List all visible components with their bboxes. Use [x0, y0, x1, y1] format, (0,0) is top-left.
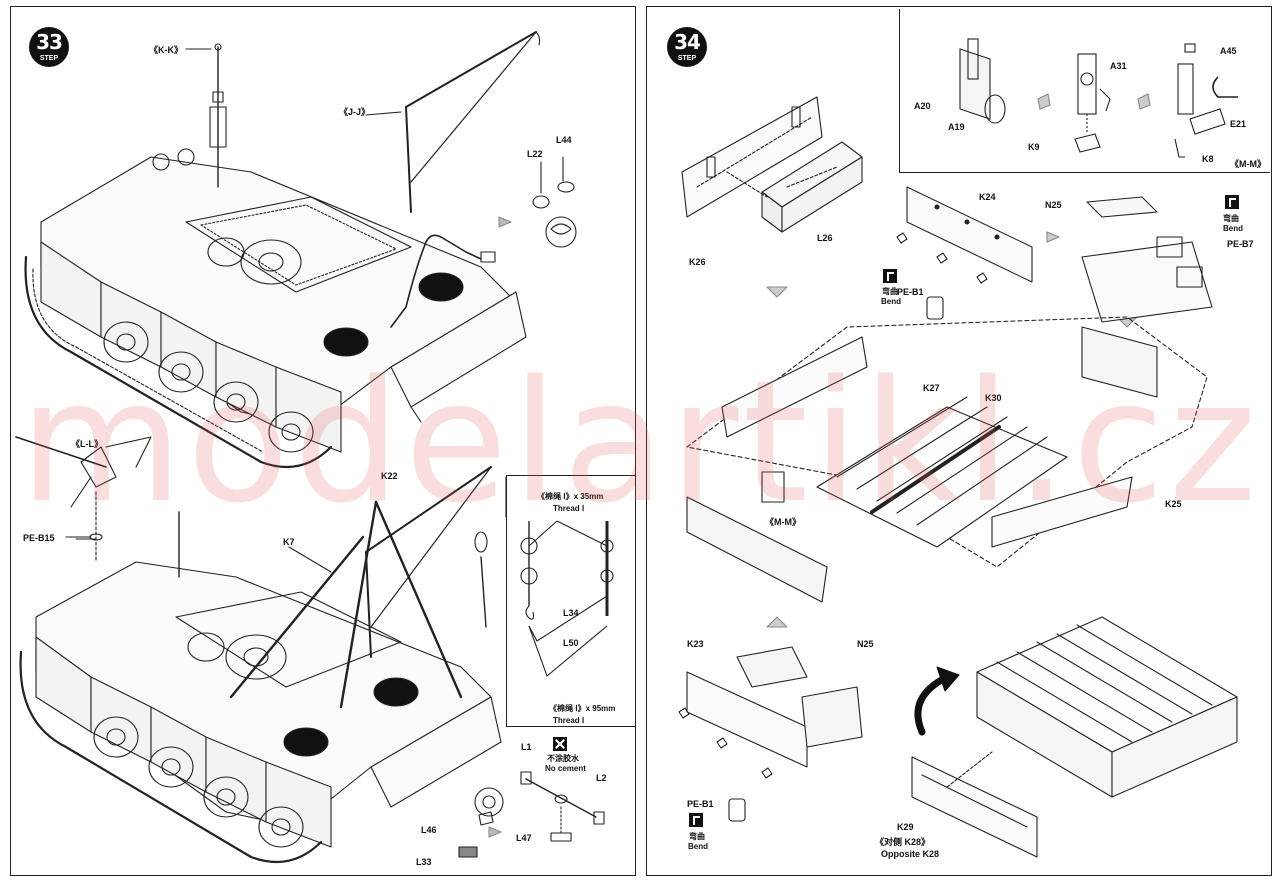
part-label-pe-b15: PE-B15: [23, 533, 55, 543]
part-label-k26: K26: [689, 257, 706, 267]
part-label-pe-b7: PE-B7: [1227, 239, 1254, 249]
opposite-label-en: Opposite K28: [881, 849, 940, 859]
part-label-k23: K23: [687, 639, 704, 649]
part-label-a45: A45: [1220, 46, 1237, 56]
rope-length-short: 《棉绳 Ⅰ》x 35mm: [537, 492, 604, 501]
mm-detail-inset: A20 A19 A31 K9 A45 E21 K8 《M-M》: [899, 9, 1270, 173]
bend-label-cn-right: 弯曲: [1223, 214, 1239, 223]
part-label-a20: A20: [914, 101, 931, 111]
part-label-k24: K24: [979, 192, 996, 202]
no-glue-icon: [553, 737, 567, 751]
bend-label-cn-top: 弯曲: [882, 287, 898, 296]
part-label-k29: K29: [897, 822, 914, 832]
part-label-n25-top: N25: [1045, 200, 1062, 210]
rope-inset-drawing: [520, 520, 614, 677]
step-number: 33: [36, 30, 63, 54]
part-label-k7: K7: [283, 537, 295, 547]
bend-label-en-top: Bend: [881, 297, 901, 306]
step-34-page: 34 STEP A20 A19 A31 K9 A45 E21 K8 《M-M》: [646, 6, 1272, 876]
view-label-mm: 《M-M》: [1230, 159, 1266, 169]
bend-icon: [883, 269, 897, 283]
bend-label-en-bottom: Bend: [688, 842, 708, 851]
part-label-pe-b1-top: PE-B1: [897, 287, 924, 297]
no-cement-cn: 不涂胶水: [547, 754, 579, 763]
part-label-a19: A19: [948, 122, 965, 132]
rope-inset: 《棉绳 Ⅰ》x 35mm Thread Ⅰ L34 L50 《棉绳 Ⅰ》x 95…: [506, 475, 635, 727]
part-label-a31: A31: [1110, 61, 1127, 71]
part-label-kk: 《K-K》: [149, 45, 183, 55]
step-badge: 34 STEP: [667, 27, 707, 67]
no-cement-en: No cement: [545, 764, 586, 773]
part-label-k25: K25: [1165, 499, 1182, 509]
part-label-k9: K9: [1028, 142, 1040, 152]
mm-detail-drawing: [959, 38, 1238, 158]
thread-label-long: Thread Ⅰ: [553, 716, 585, 725]
part-label-l44: L44: [556, 135, 572, 145]
part-label-k8: K8: [1202, 154, 1214, 164]
part-label-k30: K30: [985, 393, 1002, 403]
lower-tank-hull: [15, 436, 605, 864]
part-label-l22: L22: [527, 149, 543, 159]
view-ref-mm: 《M-M》: [765, 517, 801, 527]
no-cement-note: 不涂胶水 No cement: [545, 737, 607, 777]
part-label-l47: L47: [516, 833, 532, 843]
step-34-drawing: [678, 96, 1238, 858]
step-number: 34: [674, 30, 701, 54]
step-word: STEP: [677, 55, 697, 62]
part-label-l46: L46: [421, 825, 437, 835]
bend-icon: [1225, 195, 1239, 209]
part-label-l1: L1: [521, 742, 532, 752]
part-label-ll: 《L-L》: [71, 439, 103, 449]
step-33-drawing: [15, 31, 605, 864]
part-label-l2: L2: [596, 773, 607, 783]
opposite-label-cn: 《对侧 K28》: [875, 837, 931, 847]
part-label-n25-bottom: N25: [857, 639, 874, 649]
step-33-page: 33 STEP 《K-K》 《J-J》 L22 L44 《L-L》 PE-B15…: [10, 6, 636, 876]
step-word: STEP: [39, 55, 59, 62]
part-label-l50: L50: [563, 638, 579, 648]
bend-icon: [689, 813, 703, 827]
upper-tank-hull: [24, 31, 577, 469]
part-label-l26: L26: [817, 233, 833, 243]
part-label-l33: L33: [416, 857, 432, 867]
part-label-l34: L34: [563, 608, 579, 618]
part-label-e21: E21: [1230, 119, 1247, 129]
part-label-pe-b1-bottom: PE-B1: [687, 799, 714, 809]
rope-length-long: 《棉绳 Ⅰ》x 95mm: [549, 704, 616, 713]
part-label-k27: K27: [923, 383, 940, 393]
part-label-k22: K22: [381, 471, 398, 481]
part-label-jj: 《J-J》: [339, 107, 371, 117]
bend-label-cn-bottom: 弯曲: [689, 832, 705, 841]
step-badge: 33 STEP: [29, 27, 69, 67]
bend-label-en-right: Bend: [1223, 224, 1243, 233]
thread-label-short: Thread Ⅰ: [553, 504, 585, 513]
